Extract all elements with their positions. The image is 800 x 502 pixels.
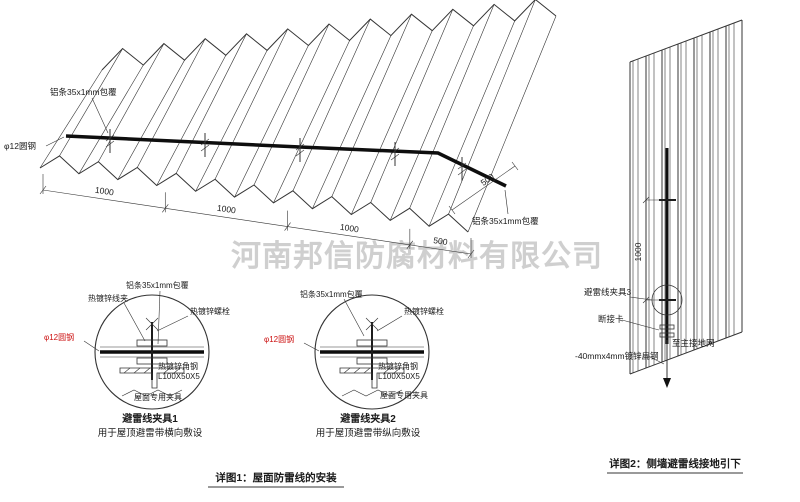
- detail1-subtitle: 用于屋顶避雷带横向敷设: [98, 427, 203, 439]
- detail2-subtitle: 用于屋顶避雷带纵向敷设: [316, 427, 421, 439]
- label-clamp3: 避雷线夹具3: [584, 287, 632, 297]
- wall-corrugation: [629, 19, 743, 375]
- disconnect-card: [659, 324, 675, 330]
- dim-label: 1000: [216, 203, 236, 216]
- label-roof-clamp: 屋面专用夹具: [380, 390, 428, 400]
- label-round-steel-red: φ12圆钢: [264, 334, 294, 344]
- label-disconnect-card: 断接卡: [598, 314, 624, 324]
- label-bolt: 热镀锌螺栓: [190, 306, 230, 316]
- detail2-title: 避雷线夹具2: [339, 412, 396, 425]
- detail-view-2: 铝条35x1mm包覆 热镀锌螺栓 φ12圆钢 热镀锌角钢 L100X50X5 屋…: [264, 289, 444, 439]
- label-alu-strip: 铝条35x1mm包覆: [300, 289, 363, 299]
- roof-lightning-wire: [65, 129, 507, 188]
- caption-detail2: 详图2：侧墙避雷线接地引下: [609, 457, 741, 470]
- captions: 详图1：屋面防雷线的安装 详图2：侧墙避雷线接地引下: [208, 457, 743, 488]
- dim-label: 1000: [339, 222, 359, 235]
- label-angle-size: L100X50X5: [158, 372, 200, 381]
- label-angle-steel: 热镀锌角钢: [378, 361, 418, 371]
- label-to-ground: 至主接地网: [672, 338, 715, 348]
- detail1-title: 避雷线夹具1: [121, 412, 178, 425]
- roof-isometric-view: [39, 0, 557, 233]
- label-alu-strip-top: 铝条35x1mm包覆: [50, 87, 117, 97]
- label-round-steel-red: φ12圆钢: [44, 332, 74, 342]
- label-alu-strip-right: 铝条35x1mm包覆: [472, 216, 539, 226]
- detail-view-1: 热镀锌线夹 铝条35x1mm包覆 热镀锌螺栓 φ12圆钢 热镀锌角钢 L100X…: [44, 280, 230, 439]
- label-angle-steel: 热镀锌角钢: [158, 361, 198, 371]
- wall-view: 1000 避雷线夹具3 断接卡 至主接地网 -40mmx4mm镀锌扁钢: [575, 19, 743, 388]
- caption-detail1: 详图1：屋面防雷线的安装: [215, 471, 337, 484]
- dim-label: 500: [433, 235, 449, 247]
- wall-dim-label: 1000: [633, 242, 643, 261]
- label-wire-clip: 热镀锌线夹: [88, 293, 128, 303]
- label-bolt: 热镀锌螺栓: [404, 306, 444, 316]
- label-angle-size: L100X50X5: [378, 372, 420, 381]
- label-flat-steel: -40mmx4mm镀锌扁钢: [575, 351, 659, 361]
- roof-dimension-labels: 1000 1000 1000 500 500: [94, 161, 519, 247]
- ground-arrow: [663, 378, 671, 388]
- company-watermark: 河南邦信防腐材料有限公司: [231, 240, 603, 273]
- label-roof-clamp: 屋面专用夹具: [134, 392, 182, 402]
- roof-annotations: 铝条35x1mm包覆 φ12圆钢 铝条35x1mm包覆: [4, 87, 539, 226]
- roof-dimension-lines: [39, 174, 475, 259]
- label-alu-strip: 铝条35x1mm包覆: [126, 280, 189, 290]
- label-round-steel: φ12圆钢: [4, 141, 36, 151]
- dim-label: 1000: [94, 185, 114, 198]
